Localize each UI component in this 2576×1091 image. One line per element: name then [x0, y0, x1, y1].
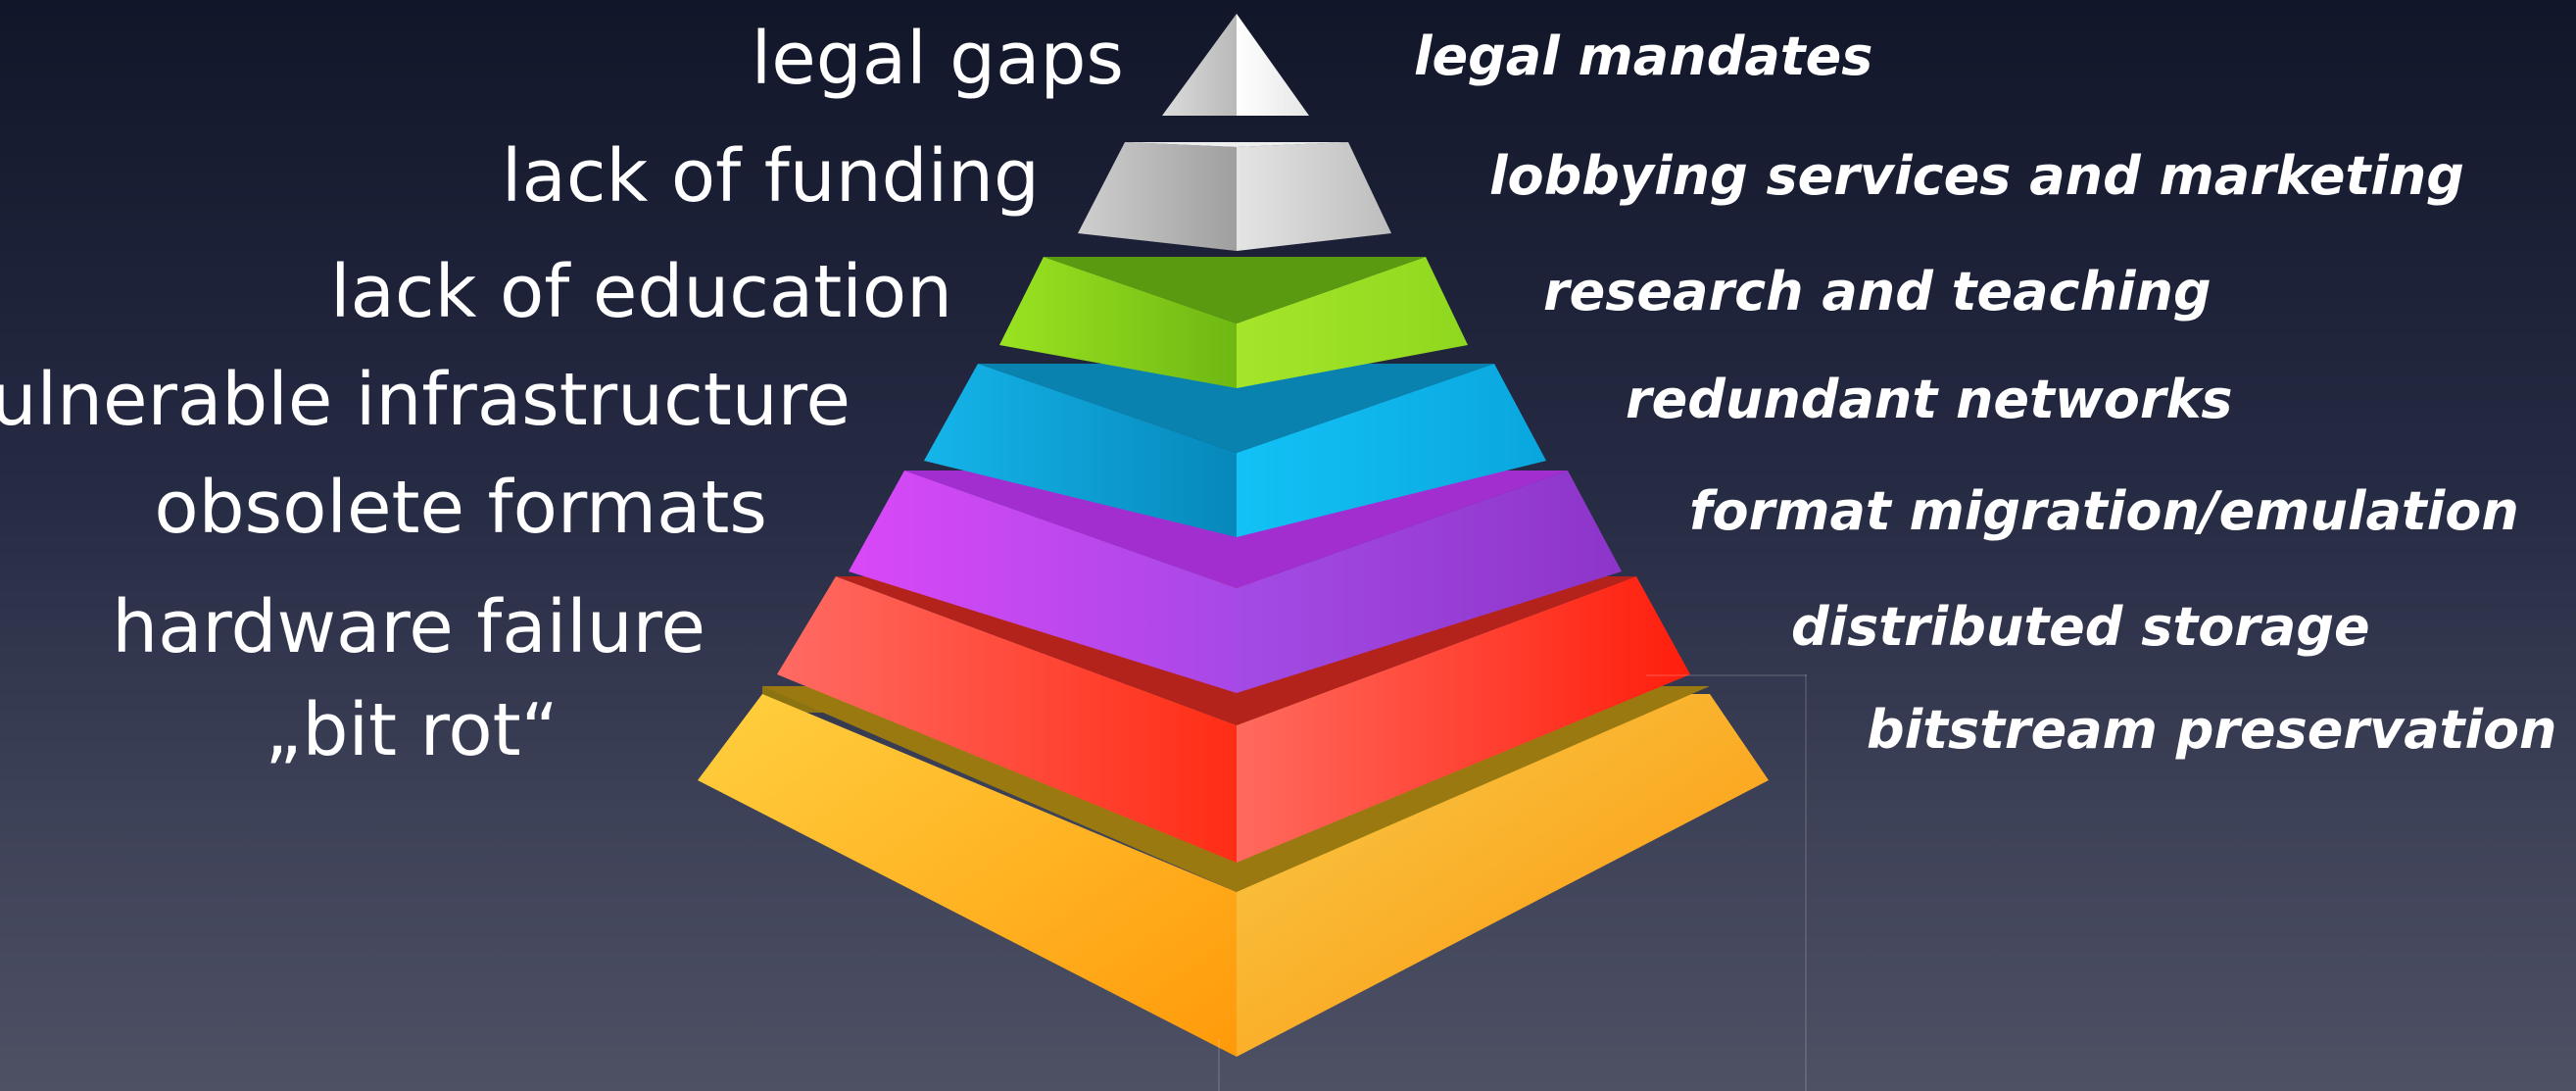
- level-4-left-face: [924, 364, 1237, 537]
- frame-line-top: [1646, 674, 1807, 676]
- problem-label-hardware-failure: hardware failure: [112, 585, 705, 669]
- frame-line-right: [1805, 674, 1807, 1091]
- level-5-left-face: [849, 471, 1237, 693]
- solution-label-redundant-networks: redundant networks: [1626, 369, 2233, 430]
- level-6-left-face: [777, 576, 1237, 863]
- level-4-right-face: [1237, 364, 1546, 537]
- level-2-top-face: [1125, 142, 1348, 147]
- level-1-left-face: [1162, 14, 1237, 116]
- level-3-top-face: [1044, 257, 1426, 323]
- solution-label-distributed-storage: distributed storage: [1791, 596, 2370, 658]
- problem-label-lack-of-education: lack of education: [330, 250, 952, 334]
- level-7-left-face: [698, 694, 1237, 1057]
- level-6-right-face: [1237, 576, 1690, 863]
- level-3-right-face: [1237, 257, 1468, 388]
- level-1-right-face: [1237, 14, 1309, 116]
- problem-label-lack-of-funding: lack of funding: [501, 134, 1040, 219]
- solution-label-lobbying: lobbying services and marketing: [1489, 145, 2464, 207]
- level-3-left-face: [999, 257, 1237, 388]
- pyramid-level-education: [999, 257, 1468, 388]
- problem-label-obsolete-formats: obsolete formats: [154, 466, 767, 550]
- pyramid-level-funding: [1078, 142, 1391, 251]
- pyramid-level-networks: [924, 364, 1546, 537]
- solution-label-research-teaching: research and teaching: [1543, 261, 2211, 322]
- pyramid-level-legal: [1162, 14, 1309, 116]
- level-2-right-face: [1237, 142, 1391, 251]
- level-2-left-face: [1078, 142, 1237, 251]
- level-5-right-face: [1237, 471, 1622, 693]
- level-4-top-face: [978, 364, 1494, 453]
- problem-label-vulnerable-infrastructure: vulnerable infrastructure: [0, 358, 851, 442]
- frame-line-bottom-left: [1218, 1039, 1220, 1091]
- solution-label-legal-mandates: legal mandates: [1414, 25, 1873, 87]
- problem-label-bit-rot: „bit rot“: [265, 688, 559, 772]
- problem-label-legal-gaps: legal gaps: [751, 17, 1124, 101]
- solution-label-format-migration: format migration/emulation: [1689, 480, 2519, 542]
- solution-label-bitstream-preservation: bitstream preservation: [1867, 699, 2557, 761]
